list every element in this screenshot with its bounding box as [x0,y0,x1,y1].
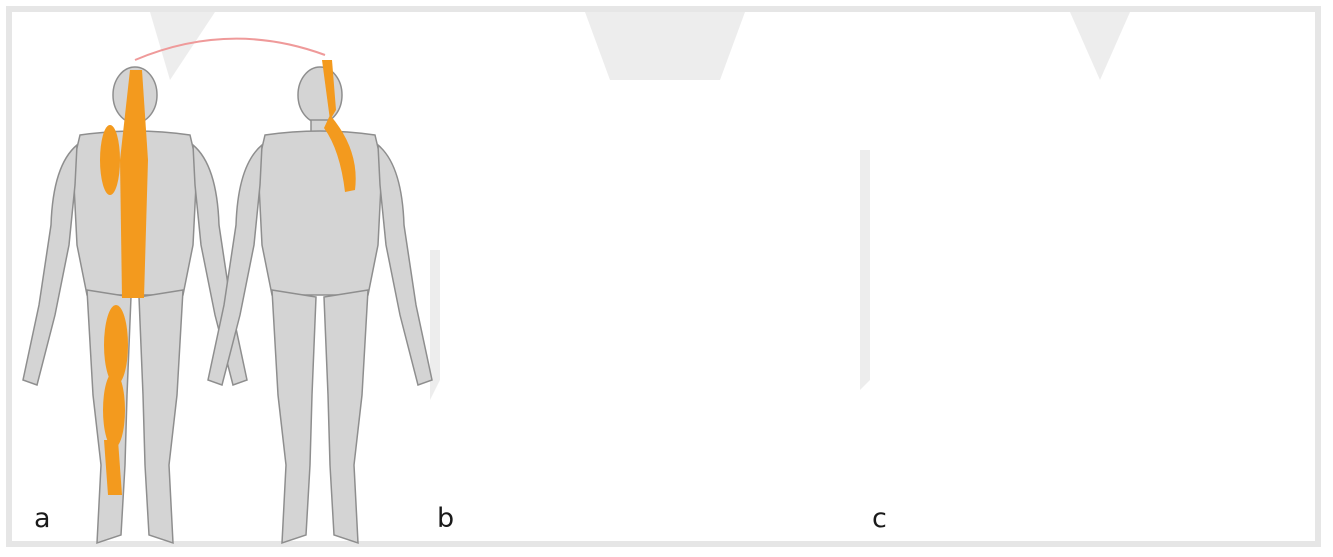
panel-label-b: b [437,505,454,532]
panel-label-c: c [872,505,887,532]
panel-label-a: a [34,505,51,532]
panel-a [23,39,432,543]
human-figure-front-icon [208,67,432,543]
